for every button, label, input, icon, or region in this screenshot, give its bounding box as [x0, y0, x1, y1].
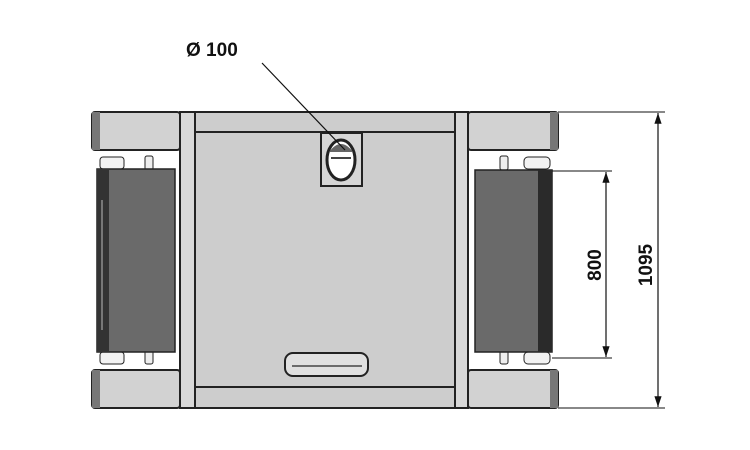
right-pillar [454, 111, 469, 409]
right-end-frame [467, 111, 559, 409]
handle-slot [284, 352, 369, 377]
diameter-label: Ø 100 [186, 40, 238, 61]
left-pillar [179, 111, 196, 409]
diameter-leader-line [261, 62, 346, 151]
inlet-port [320, 132, 363, 187]
left-roller [96, 168, 176, 353]
dimension-800 [552, 170, 612, 359]
right-roller [474, 169, 553, 353]
dimension-1095 [558, 111, 665, 409]
dimension-800-label: 800 [585, 249, 606, 281]
dimension-1095-label: 1095 [636, 243, 657, 286]
